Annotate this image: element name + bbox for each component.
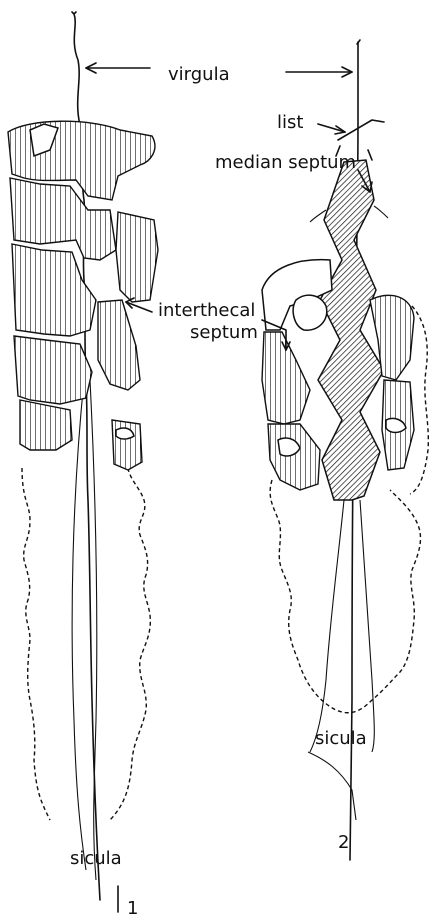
- figure-1-theca-3: [116, 212, 158, 302]
- figure-2-sicula: [308, 500, 374, 820]
- list-leader: [318, 124, 345, 132]
- label-interthecal: interthecal: [158, 300, 255, 321]
- label-figure-1: 1: [127, 898, 138, 919]
- label-figure-2: 2: [338, 832, 349, 853]
- figure-2-median-septum: [318, 160, 384, 500]
- leader-lines: [86, 63, 372, 912]
- label-virgula: virgula: [168, 64, 230, 85]
- figure-1-theca-5: [98, 300, 140, 390]
- figure-2-theca-3: [293, 295, 327, 330]
- figure-1-rhabdosome: [8, 12, 158, 900]
- label-sicula-fig1: sicula: [70, 848, 122, 869]
- figure-1-theca-6: [14, 336, 92, 404]
- figure-2-theca-5: [268, 424, 320, 490]
- label-median-septum: median septum: [215, 152, 356, 173]
- label-list: list: [277, 112, 303, 133]
- label-septum: septum: [190, 322, 258, 343]
- label-sicula-fig2: sicula: [315, 728, 367, 749]
- figure-1-dashed-outline: [22, 468, 150, 820]
- figure-1-theca-7: [20, 400, 72, 450]
- figure-1-theca-8: [112, 420, 142, 470]
